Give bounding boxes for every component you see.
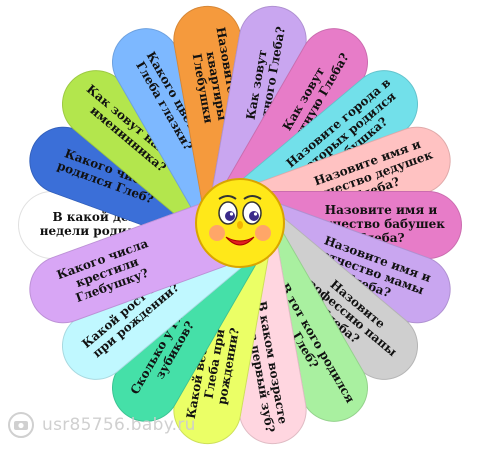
right-eye-glint xyxy=(253,212,258,216)
mouth xyxy=(225,236,255,246)
right-cheek xyxy=(255,225,271,241)
camera-icon xyxy=(8,412,34,438)
sun-face-icon xyxy=(195,178,285,268)
left-eye-glint xyxy=(229,212,234,216)
left-brow xyxy=(218,195,237,200)
watermark: usr85756.baby.ru xyxy=(8,412,196,438)
nose xyxy=(237,221,243,229)
watermark-text: usr85756.baby.ru xyxy=(42,415,196,435)
left-cheek xyxy=(209,225,225,241)
right-pupil xyxy=(249,211,259,221)
left-pupil xyxy=(225,211,235,221)
right-brow xyxy=(243,195,262,200)
